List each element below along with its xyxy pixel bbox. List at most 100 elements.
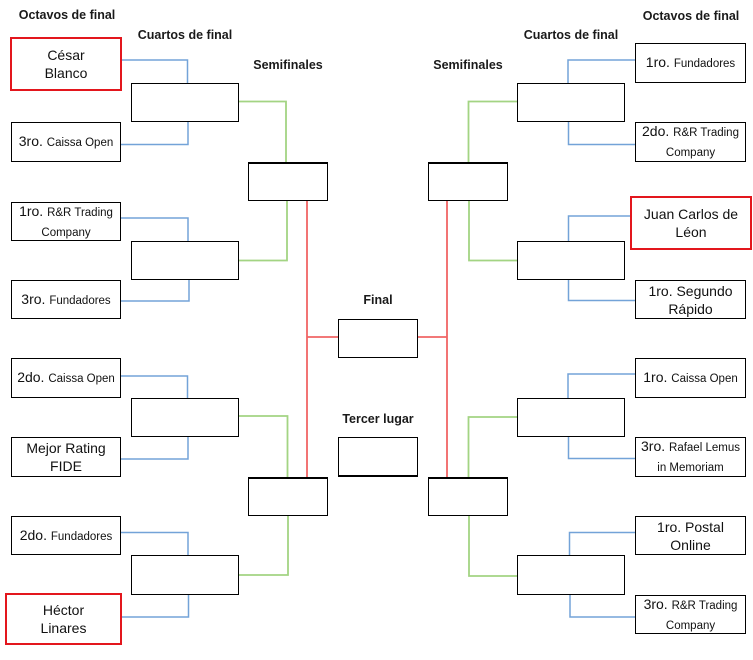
quarterfinals-header-left: Cuartos de final [137,28,233,42]
quarterfinal-slot-right-3[interactable] [517,398,625,437]
semifinal-slot-left-2[interactable] [248,477,328,516]
round-of-16-slot-left-8: Héctor Linares [5,593,122,645]
r16-connector-left-2 [120,121,189,146]
round-of-16-slot-right-3: Juan Carlos de Léon [630,196,752,250]
qualifier-tournament: Caissa Open [46,137,114,149]
third-place-header: Tercer lugar [342,412,414,426]
qualifier-tournament: Segundo Rápido [668,282,733,317]
final-header: Final [363,293,393,307]
qualifier-rank: 3ro. [21,290,46,307]
qf-connector-left-4 [237,515,289,576]
qualifier-name: Mejor Rating FIDE [26,440,106,474]
round-of-16-slot-left-5: 2do. Caissa Open [11,358,121,398]
round-of-16-slot-right-6: 3ro. Rafael Lemus in Memoriam [635,437,746,477]
qualifier-tournament: Postal Online [670,518,724,553]
qf-connector-right-4 [468,515,518,577]
qualifier-rank: 2do. [642,123,670,139]
r16-connector-left-7 [120,531,189,556]
quarterfinal-slot-left-1[interactable] [131,83,239,122]
slot-label: 1ro. Caissa Open [639,368,743,388]
qualifier-tournament: Caissa Open [671,373,738,385]
r16-connector-left-4 [120,279,190,302]
semifinals-header-right: Semifinales [433,58,503,72]
round-of-16-slot-left-3: 1ro. R&R Trading Company [11,202,121,241]
slot-label: 2do. R&R Trading Company [639,122,743,162]
semifinal-connectors [306,200,448,478]
slot-label: 3ro. Rafael Lemus in Memoriam [639,437,743,477]
round-of-16-slot-left-6: Mejor Rating FIDE [11,437,121,477]
slot-label: 2do. Caissa Open [14,368,118,388]
r16-connector-left-6 [120,436,189,460]
qf-connector-left-3 [237,415,289,478]
r16-connector-left-1 [120,59,189,84]
slot-label: Mejor Rating FIDE [14,439,118,475]
semifinal-slot-right-1[interactable] [428,162,508,201]
slot-label: Héctor Linares [28,601,100,637]
qualifier-rank: 1ro. [643,369,668,385]
slot-label: César Blanco [30,46,102,82]
qf-connector-right-2 [468,200,518,262]
round-of-16-slot-right-4: 1ro. Segundo Rápido [635,280,746,319]
round-of-16-slot-left-7: 2do. Fundadores [11,516,121,555]
round-of-16-connectors [120,59,636,618]
round-of-16-header-right: Octavos de final [642,9,740,23]
round-of-16-slot-left-1: César Blanco [10,37,122,91]
qualifier-rank: 3ro. [641,438,666,454]
quarterfinal-slot-left-3[interactable] [131,398,239,437]
qualifier-tournament: R&R Trading Company [665,127,739,159]
quarterfinal-slot-right-1[interactable] [517,83,625,122]
qf-connector-right-1 [467,100,518,163]
quarterfinal-slot-right-2[interactable] [517,241,625,280]
qualifier-tournament: Rafael Lemus in Memoriam [657,442,740,474]
quarterfinal-slot-right-4[interactable] [517,555,625,595]
slot-label: Juan Carlos de Léon [639,205,743,241]
player-name: Héctor Linares [40,602,87,636]
r16-connector-left-8 [120,594,190,618]
semifinal-slot-left-1[interactable] [248,162,328,201]
quarterfinal-slot-left-4[interactable] [131,555,239,595]
slot-label: 3ro. Fundadores [14,290,118,310]
r16-connector-right-3 [567,215,632,242]
r16-connector-right-6 [567,436,636,460]
qualifier-rank: 1ro. [648,282,673,299]
qualifier-rank: 3ro. [643,595,668,612]
semifinals-header-left: Semifinales [253,58,323,72]
quarterfinal-slot-left-2[interactable] [131,241,239,280]
slot-label: 1ro. Segundo Rápido [639,282,743,318]
r16-connector-right-1 [567,59,636,84]
semifinal-slot-right-2[interactable] [428,477,508,516]
r16-connector-right-8 [569,594,636,618]
player-name: César Blanco [44,47,88,81]
round-of-16-slot-left-2: 3ro. Caissa Open [11,122,121,162]
r16-connector-right-7 [568,531,636,556]
r16-connector-right-4 [567,279,636,302]
qualifier-tournament: Fundadores [673,58,736,70]
slot-label: 3ro. R&R Trading Company [639,595,743,635]
r16-connector-left-3 [120,217,189,242]
qualifier-rank: 1ro. [645,54,670,70]
third-place-slot[interactable] [338,437,418,477]
qualifier-rank: 2do. [17,369,45,385]
qualifier-rank: 1ro. [657,518,682,535]
r16-connector-right-2 [567,121,636,146]
qualifier-tournament: R&R Trading Company [41,206,113,239]
round-of-16-slot-right-2: 2do. R&R Trading Company [635,122,746,162]
qualifier-rank: 1ro. [19,202,44,219]
round-of-16-header-left: Octavos de final [18,8,116,22]
r16-connector-right-5 [567,373,636,399]
player-name: Juan Carlos de Léon [643,206,739,240]
qualifier-tournament: Fundadores [49,294,111,307]
qualifier-rank: 2do. [19,526,47,543]
round-of-16-slot-left-4: 3ro. Fundadores [11,280,121,319]
round-of-16-slot-right-1: 1ro. Fundadores [635,43,746,83]
qf-connector-left-1 [237,100,287,163]
qualifier-tournament: R&R Trading Company [665,599,738,632]
quarterfinal-connectors [237,100,518,577]
round-of-16-slot-right-7: 1ro. Postal Online [635,516,746,555]
qualifier-tournament: Caissa Open [48,373,115,385]
slot-label: 1ro. Postal Online [639,518,743,554]
round-of-16-slot-right-5: 1ro. Caissa Open [635,358,746,398]
final-slot[interactable] [338,319,418,358]
